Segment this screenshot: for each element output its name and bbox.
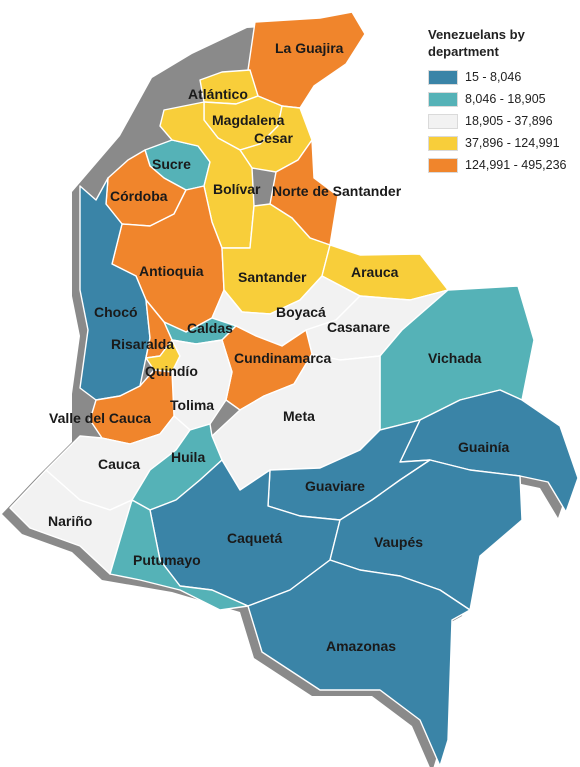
region-amazonas: [247, 559, 471, 767]
legend-item: 37,896 - 124,991: [428, 132, 578, 154]
label-la-guajira: La Guajira: [275, 40, 344, 56]
label-choco: Chocó: [94, 304, 138, 320]
legend-swatch: [428, 135, 458, 151]
label-cesar: Cesar: [254, 130, 293, 146]
map-legend: Venezuelans by department 15 - 8,046 8,0…: [428, 26, 578, 176]
legend-swatch: [428, 91, 458, 107]
label-antioquia: Antioquia: [139, 263, 204, 279]
label-putumayo: Putumayo: [133, 552, 201, 568]
label-casanare: Casanare: [327, 319, 390, 335]
label-valle-del-cauca: Valle del Cauca: [49, 410, 151, 426]
legend-label: 124,991 - 495,236: [465, 158, 567, 172]
label-vichada: Vichada: [428, 350, 482, 366]
label-atlantico: Atlántico: [188, 86, 248, 102]
label-guainia: Guainía: [458, 439, 510, 455]
legend-swatch: [428, 69, 458, 85]
label-cordoba: Córdoba: [110, 188, 168, 204]
label-amazonas: Amazonas: [326, 638, 396, 654]
label-arauca: Arauca: [351, 264, 399, 280]
region-la-guajira: [247, 11, 366, 109]
label-meta: Meta: [283, 408, 315, 424]
legend-swatch: [428, 157, 458, 173]
legend-label: 15 - 8,046: [465, 70, 522, 84]
label-tolima: Tolima: [170, 397, 214, 413]
label-huila: Huila: [171, 449, 205, 465]
label-sucre: Sucre: [152, 156, 191, 172]
legend-item: 18,905 - 37,896: [428, 110, 578, 132]
label-magdalena: Magdalena: [212, 112, 285, 128]
label-bolivar: Bolívar: [213, 181, 261, 197]
legend-label: 37,896 - 124,991: [465, 136, 560, 150]
region-putumayo: [109, 499, 249, 611]
label-boyaca: Boyacá: [276, 304, 326, 320]
label-caldas: Caldas: [187, 320, 233, 336]
label-guaviare: Guaviare: [305, 478, 365, 494]
legend-item: 15 - 8,046: [428, 66, 578, 88]
label-cauca: Cauca: [98, 456, 140, 472]
legend-title: Venezuelans by department: [428, 27, 525, 59]
label-risaralda: Risaralda: [111, 336, 174, 352]
legend-label: 8,046 - 18,905: [465, 92, 546, 106]
legend-item: 124,991 - 495,236: [428, 154, 578, 176]
region-cesar: [239, 105, 313, 173]
label-norte-de-santander: Norte de Santander: [272, 183, 402, 199]
label-vaupes: Vaupés: [374, 534, 423, 550]
legend-label: 18,905 - 37,896: [465, 114, 553, 128]
legend-item: 8,046 - 18,905: [428, 88, 578, 110]
label-narino: Nariño: [48, 513, 92, 529]
label-quindio: Quindío: [145, 363, 198, 379]
legend-swatch: [428, 113, 458, 129]
label-santander: Santander: [238, 269, 307, 285]
label-caqueta: Caquetá: [227, 530, 282, 546]
label-cundinamarca: Cundinamarca: [234, 350, 331, 366]
